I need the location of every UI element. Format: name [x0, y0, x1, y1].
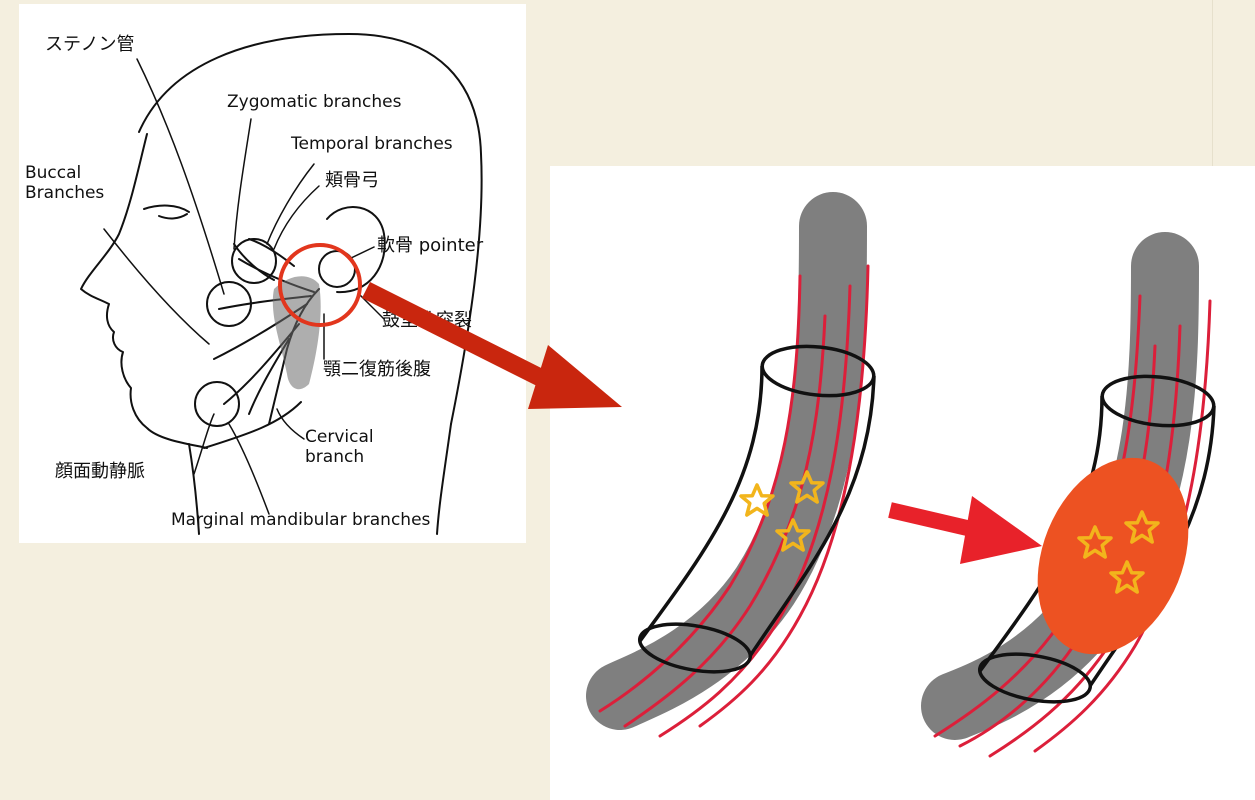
right-arrow	[890, 496, 1042, 564]
parotid-shading	[273, 276, 321, 389]
label-cartilage-pointer: 軟骨 pointer	[377, 236, 483, 257]
label-tympanomastoid-fissure: 鼓室乳突裂	[382, 311, 472, 332]
label-temporal-branches: Temporal branches	[291, 135, 453, 155]
label-cervical-branch: Cervical branch	[305, 428, 374, 467]
label-zygomatic-branches: Zygomatic branches	[227, 93, 401, 113]
label-facial-vessels: 顔面動静脈	[55, 462, 145, 483]
label-stenon-duct: ステノン管	[45, 35, 134, 56]
nerve-illustration	[550, 166, 1255, 800]
facial-nerve-anatomy-panel: ステノン管 Zygomatic branches Temporal branch…	[19, 4, 526, 543]
back-of-head	[437, 424, 451, 534]
label-zygomatic-arch: 頬骨弓	[325, 171, 379, 192]
label-buccal-branches: Buccal Branches	[25, 164, 104, 203]
nerve-compression-panel	[550, 166, 1255, 800]
label-marginal-mandibular-branches: Marginal mandibular branches	[171, 511, 430, 531]
eye	[144, 206, 189, 212]
nerve-normal	[600, 226, 876, 736]
label-digastric-posterior-belly: 顎二復筋後腹	[323, 360, 431, 381]
